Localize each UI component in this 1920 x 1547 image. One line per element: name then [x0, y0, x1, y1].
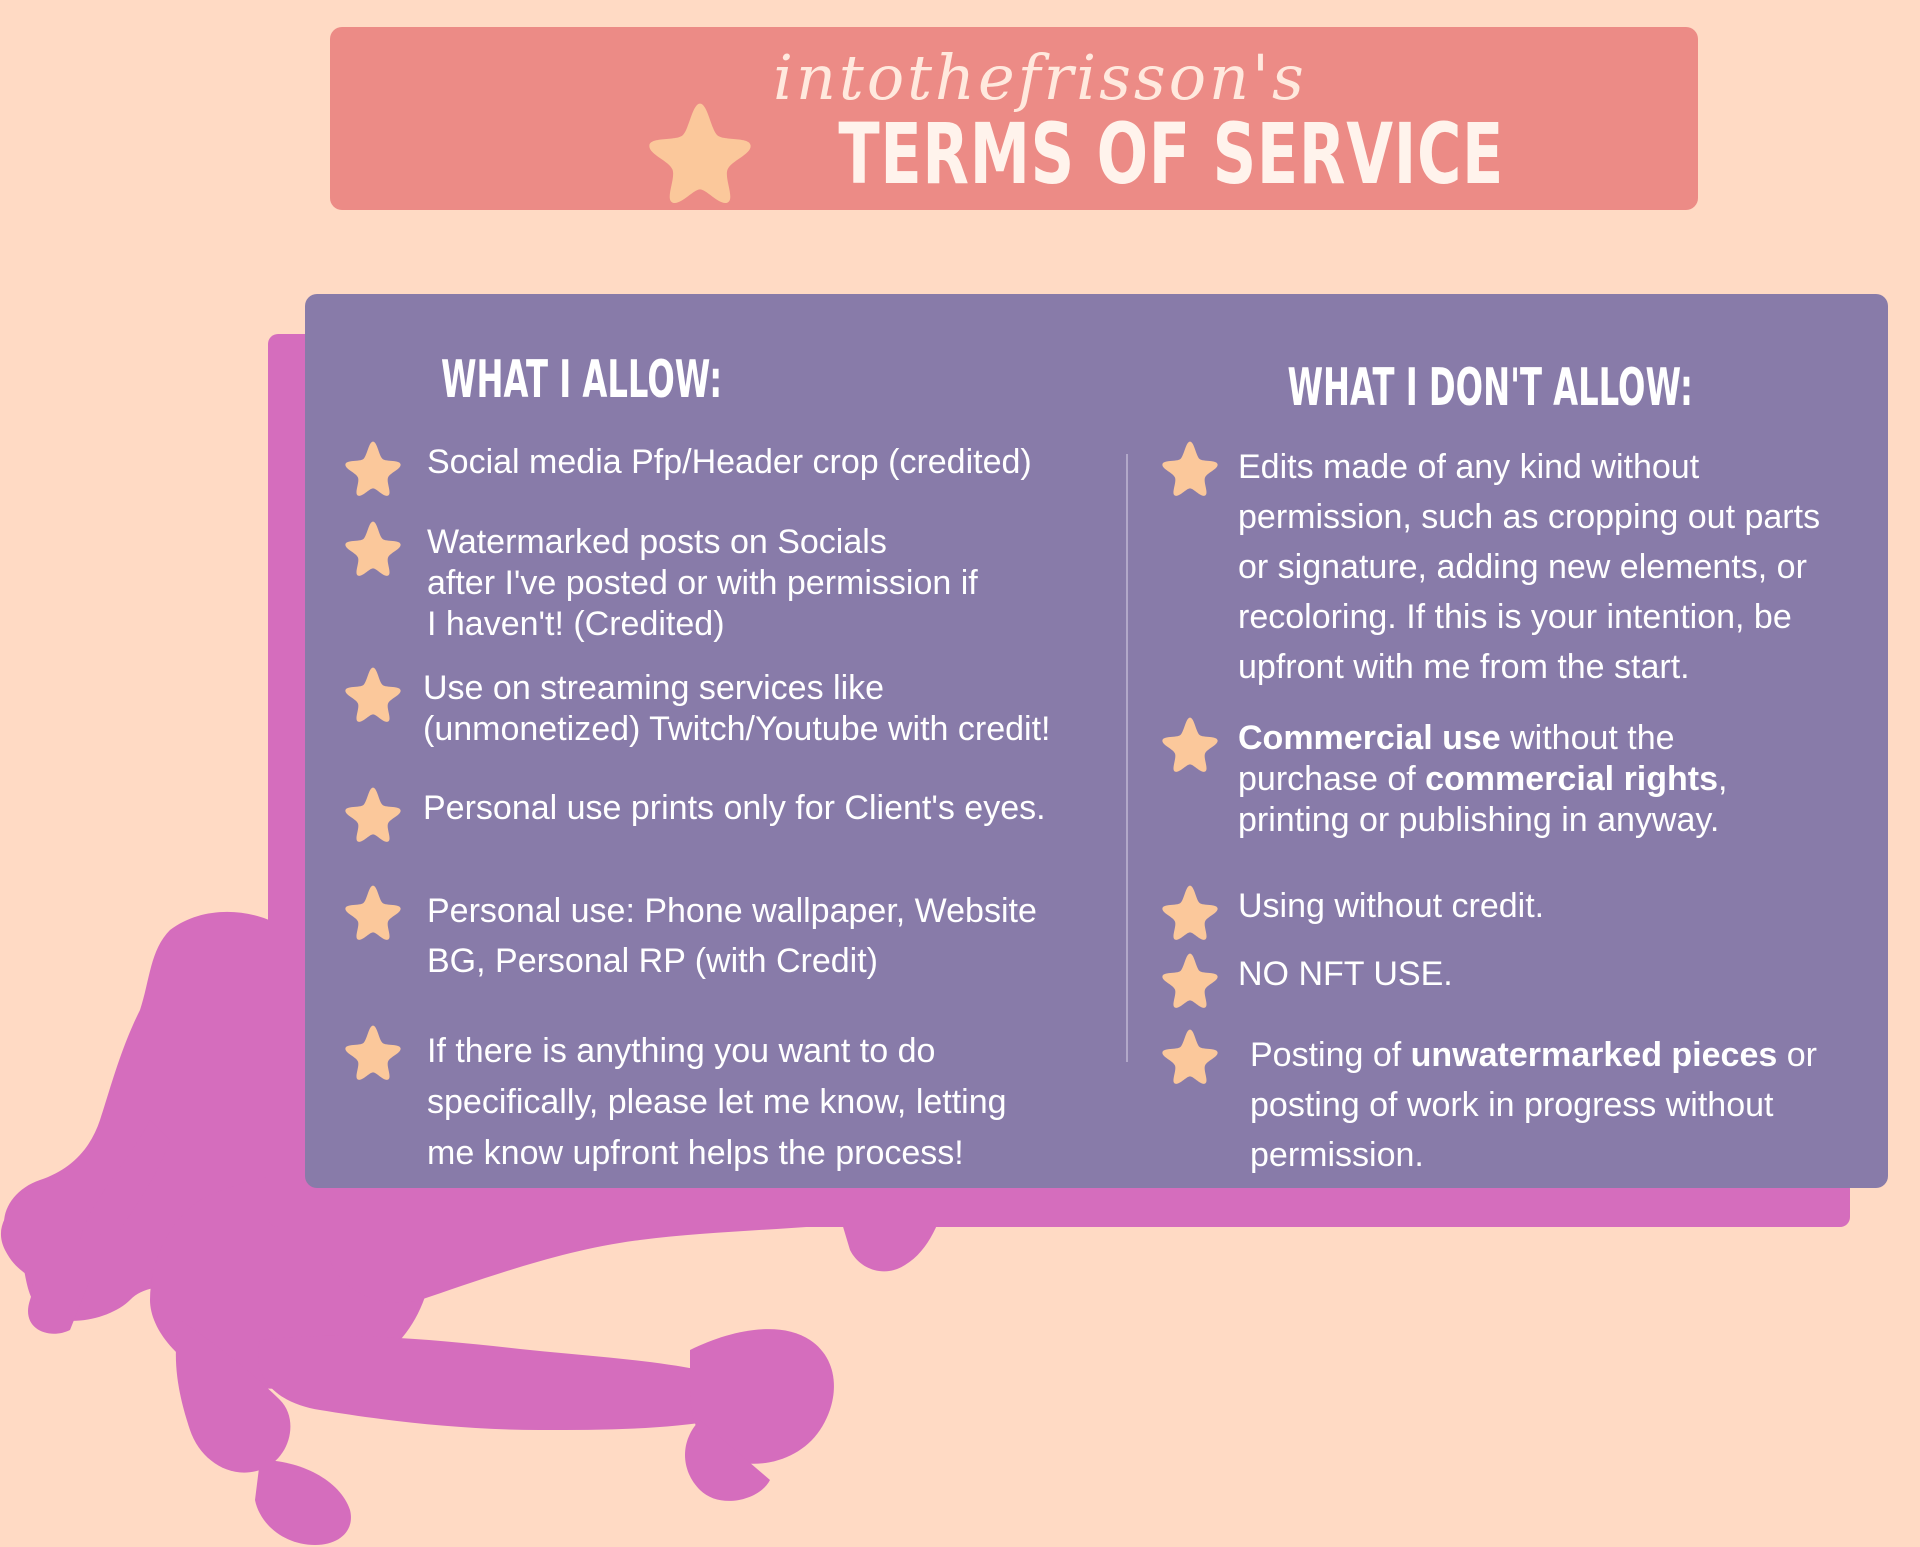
star-bullet-icon — [343, 1022, 403, 1082]
star-bullet-icon — [343, 882, 403, 942]
star-bullet-icon — [1160, 714, 1220, 774]
star-bullet-icon — [343, 784, 403, 844]
banner-subtitle: intothefrisson's — [773, 41, 1307, 114]
header-banner: intothefrisson's TERMS OF SERVICE — [330, 27, 1698, 210]
allow-heading: WHAT I ALLOW: — [441, 350, 723, 410]
star-bullet-icon — [1160, 438, 1220, 498]
terms-card: WHAT I ALLOW: WHAT I DON'T ALLOW: Social… — [305, 294, 1888, 1188]
page-title: TERMS OF SERVICE — [838, 105, 1505, 203]
star-bullet-icon — [343, 664, 403, 724]
column-divider — [1126, 454, 1128, 1062]
star-bullet-icon — [1160, 1026, 1220, 1086]
star-bullet-icon — [343, 518, 403, 578]
star-bullet-icon — [343, 438, 403, 498]
star-icon — [645, 97, 755, 207]
disallow-heading: WHAT I DON'T ALLOW: — [1287, 358, 1693, 418]
star-bullet-icon — [1160, 950, 1220, 1010]
star-bullet-icon — [1160, 882, 1220, 942]
